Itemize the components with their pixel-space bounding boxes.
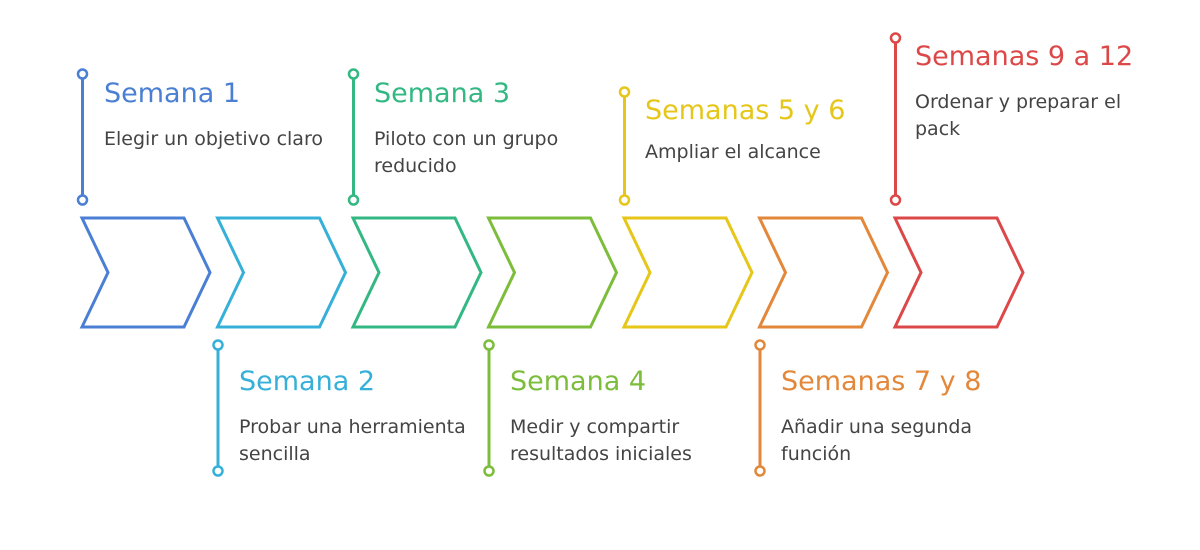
step-5-text: Semanas 5 y 6 Ampliar el alcance: [645, 93, 870, 166]
step-5-title: Semanas 5 y 6: [645, 95, 846, 126]
step-2-description: Probar una herramienta sencilla: [239, 416, 466, 465]
connector-dot-2-start: [212, 339, 224, 351]
step-6-title: Semanas 7 y 8: [781, 366, 982, 397]
connector-dot-4-start: [483, 339, 495, 351]
step-3-description: Piloto con un grupo reducido: [374, 128, 559, 177]
connector-dot-6-end: [754, 465, 766, 477]
connector-dot-7-start: [889, 32, 902, 44]
chevron-step-6: [757, 216, 890, 329]
connector-dot-4-end: [483, 465, 495, 477]
step-5-description: Ampliar el alcance: [645, 141, 821, 163]
connector-dot-3-end: [347, 194, 360, 206]
step-6-description: Añadir una segunda función: [781, 416, 973, 465]
connector-dot-5-end: [618, 194, 631, 206]
chevron-step-2: [215, 216, 348, 329]
step-4-text: Semana 4 Medir y compartir resultados in…: [510, 364, 735, 468]
step-1-text: Semana 1 Elegir un objetivo claro: [104, 76, 329, 153]
chevron-step-3: [350, 216, 483, 329]
chevron-step-4: [486, 216, 619, 329]
step-3-title: Semana 3: [374, 78, 511, 109]
step-7-text: Semanas 9 a 12 Ordenar y preparar el pac…: [915, 39, 1145, 143]
step-7-title: Semanas 9 a 12: [915, 41, 1134, 72]
step-4-description: Medir y compartir resultados iniciales: [510, 416, 692, 465]
step-1-description: Elegir un objetivo claro: [104, 128, 323, 150]
connector-dot-1-start: [76, 68, 89, 80]
chevron-step-5: [621, 216, 754, 329]
connector-dot-1-end: [76, 194, 89, 206]
step-4-title: Semana 4: [510, 366, 647, 397]
step-1-title: Semana 1: [104, 78, 241, 109]
step-7-description: Ordenar y preparar el pack: [915, 91, 1122, 140]
step-3-text: Semana 3 Piloto con un grupo reducido: [374, 76, 599, 180]
step-2-title: Semana 2: [239, 366, 376, 397]
step-2-text: Semana 2 Probar una herramienta sencilla: [239, 364, 469, 468]
connector-dot-2-end: [212, 465, 224, 477]
chevron-step-1: [79, 216, 212, 329]
connector-dot-5-start: [618, 86, 631, 98]
step-6-text: Semanas 7 y 8 Añadir una segunda función: [781, 364, 1011, 468]
connector-dot-6-start: [754, 339, 766, 351]
connector-dot-3-start: [347, 68, 360, 80]
chevron-step-7: [892, 216, 1025, 329]
connector-dot-7-end: [889, 194, 902, 206]
